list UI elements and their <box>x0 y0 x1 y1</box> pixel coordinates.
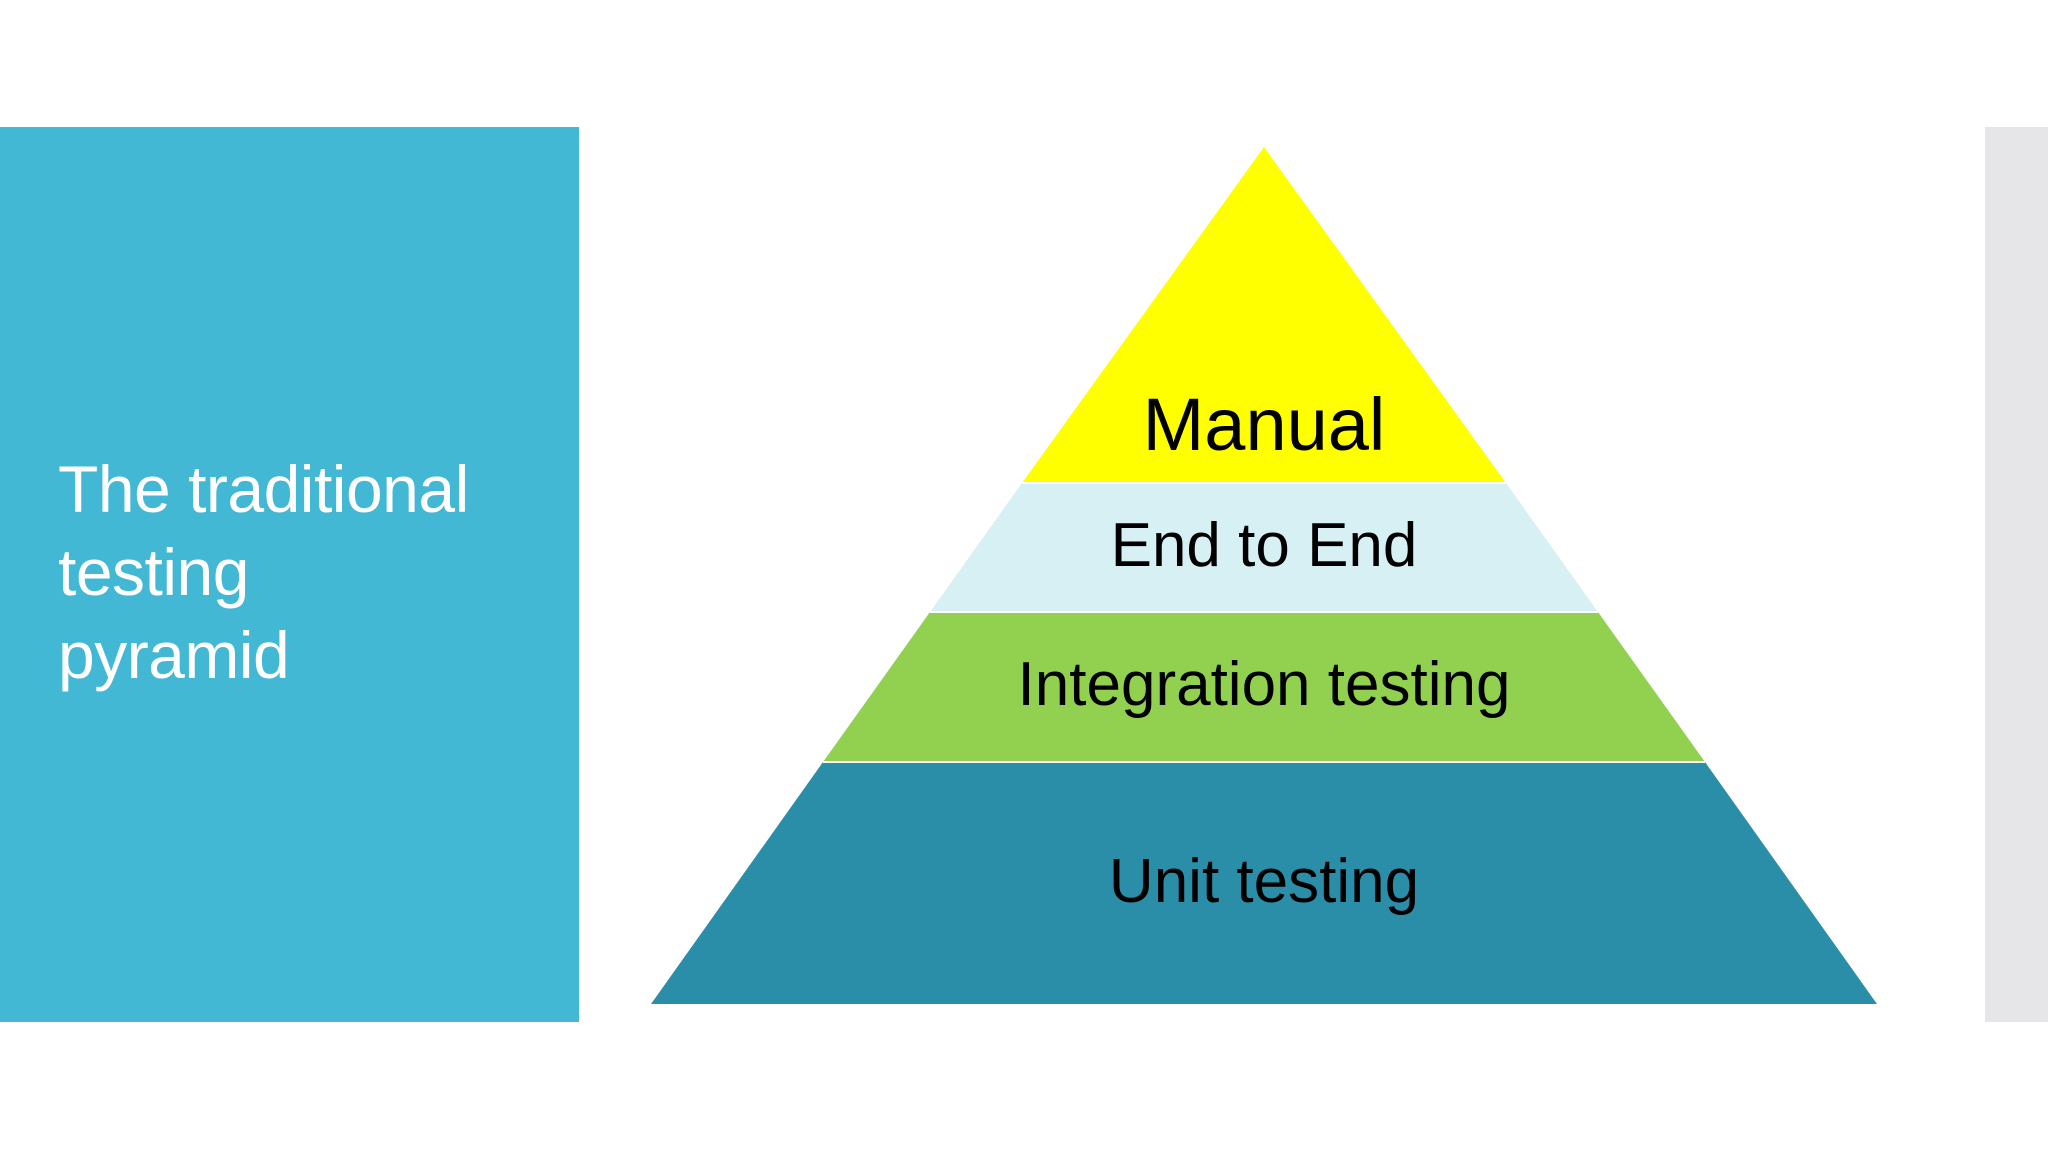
pyramid-label-manual: Manual <box>1143 383 1386 466</box>
pyramid-layer-end-to-end <box>930 483 1598 612</box>
pyramid-label-end-to-end: End to End <box>1111 511 1418 580</box>
side-strip <box>1985 127 2048 1022</box>
pyramid-layer-manual <box>1022 147 1506 483</box>
pyramid-label-integration: Integration testing <box>1018 650 1511 719</box>
slide-title-line-2: testing <box>58 535 249 609</box>
title-panel <box>0 127 579 1022</box>
slide-title-line-3: pyramid <box>58 618 290 692</box>
pyramid-label-unit: Unit testing <box>1109 847 1419 916</box>
slide-title: The traditional testing pyramid <box>58 448 558 697</box>
pyramid-layer-unit <box>651 762 1877 1004</box>
slide-title-line-1: The traditional <box>58 452 469 526</box>
pyramid-layer-integration <box>823 612 1705 762</box>
